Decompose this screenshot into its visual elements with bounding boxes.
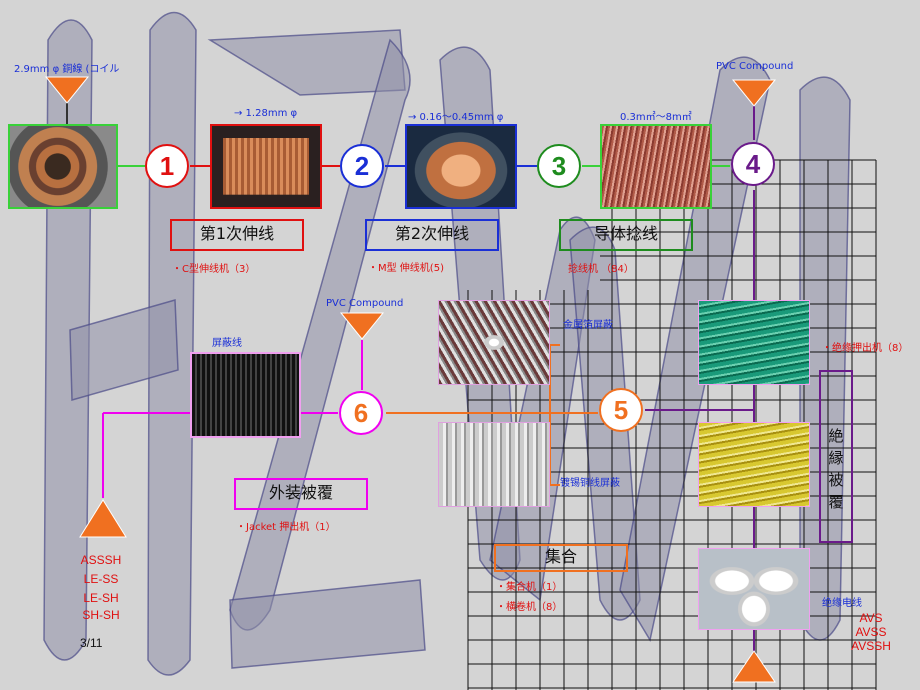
raw-material-label: 2.9mm φ 銅線 (コイル	[14, 64, 120, 75]
copper-input-triangle	[44, 76, 90, 104]
assembly-machine-label-1: ・集合机（1）	[496, 582, 563, 593]
foil-shield-caption: 金属箔屏蔽	[563, 320, 613, 331]
output-triangle-right	[732, 650, 776, 683]
first-drawing-box: 第1次伸线	[170, 219, 304, 251]
output-triangle-left	[79, 499, 127, 538]
product-item: ASSSH	[80, 553, 122, 567]
assembly-box: 集合	[494, 544, 628, 572]
pvc-input-triangle-mid	[339, 312, 385, 340]
step-1-circle: 1	[145, 144, 189, 188]
foil-shield-photo	[438, 300, 550, 385]
product-item: AVSS	[855, 625, 887, 639]
product-item: LE-SH	[83, 591, 119, 605]
second-drawing-photo	[405, 124, 517, 209]
products-right: AVS AVSS AVSSH	[846, 611, 896, 653]
insulated-wire-caption: 绝缘电线	[822, 598, 862, 609]
step-6-circle: 6	[339, 391, 383, 435]
after-step1-label: → 1.28mm φ	[234, 108, 298, 119]
jacket-box: 外装被覆	[234, 478, 368, 510]
step-4-circle: 4	[731, 142, 775, 186]
first-drawing-photo	[210, 124, 322, 209]
pvc-compound-top-label: PVC Compound	[716, 61, 794, 72]
shield-wire-caption: 屏蔽线	[212, 338, 242, 349]
insulation-machine-label: ・绝缘押出机（8）	[822, 343, 909, 354]
stranding-machine-label: 捻线机 （84）	[568, 264, 634, 275]
step-3-circle: 3	[537, 144, 581, 188]
assembly-machine-label-2: ・横卷机（8）	[496, 602, 563, 613]
step-5-circle: 5	[599, 388, 643, 432]
white-coils-photo	[698, 548, 810, 630]
shield-wire-photo	[190, 352, 301, 438]
yellow-insulated-photo	[698, 422, 810, 507]
page-number: 3/11	[80, 636, 103, 650]
product-item: LE-SS	[83, 572, 119, 586]
drawing1-machine-label: ・C型伸线机（3）	[172, 264, 256, 275]
braid-shield-caption: 镀锡铜线屏蔽	[560, 478, 620, 489]
insulation-box: 絶縁被覆	[828, 427, 844, 511]
step-2-circle: 2	[340, 144, 384, 188]
braid-shield-photo	[438, 422, 550, 507]
drawing2-machine-label: ・M型 伸线机(5)	[368, 263, 444, 274]
product-item: AVS	[859, 611, 883, 625]
jacket-machine-label: ・Jacket 押出机（1）	[236, 522, 336, 533]
input-markers	[44, 76, 777, 683]
stranding-photo	[600, 124, 712, 209]
product-item: SH-SH	[82, 608, 120, 622]
pvc-compound-mid-label: PVC Compound	[326, 298, 404, 309]
stranding-box: 导体捻线	[559, 219, 693, 251]
green-insulated-photo	[698, 300, 810, 385]
pvc-input-triangle-top	[731, 79, 777, 107]
copper-coil-photo	[8, 124, 118, 209]
after-step2-label: → 0.16～0.45mm φ	[408, 112, 504, 123]
second-drawing-box: 第2次伸线	[365, 219, 499, 251]
after-step3-label: 0.3m㎡～8m㎡	[620, 112, 692, 123]
products-left: ASSSH LE-SS LE-SH SH-SH	[76, 551, 126, 622]
product-item: AVSSH	[851, 639, 891, 653]
